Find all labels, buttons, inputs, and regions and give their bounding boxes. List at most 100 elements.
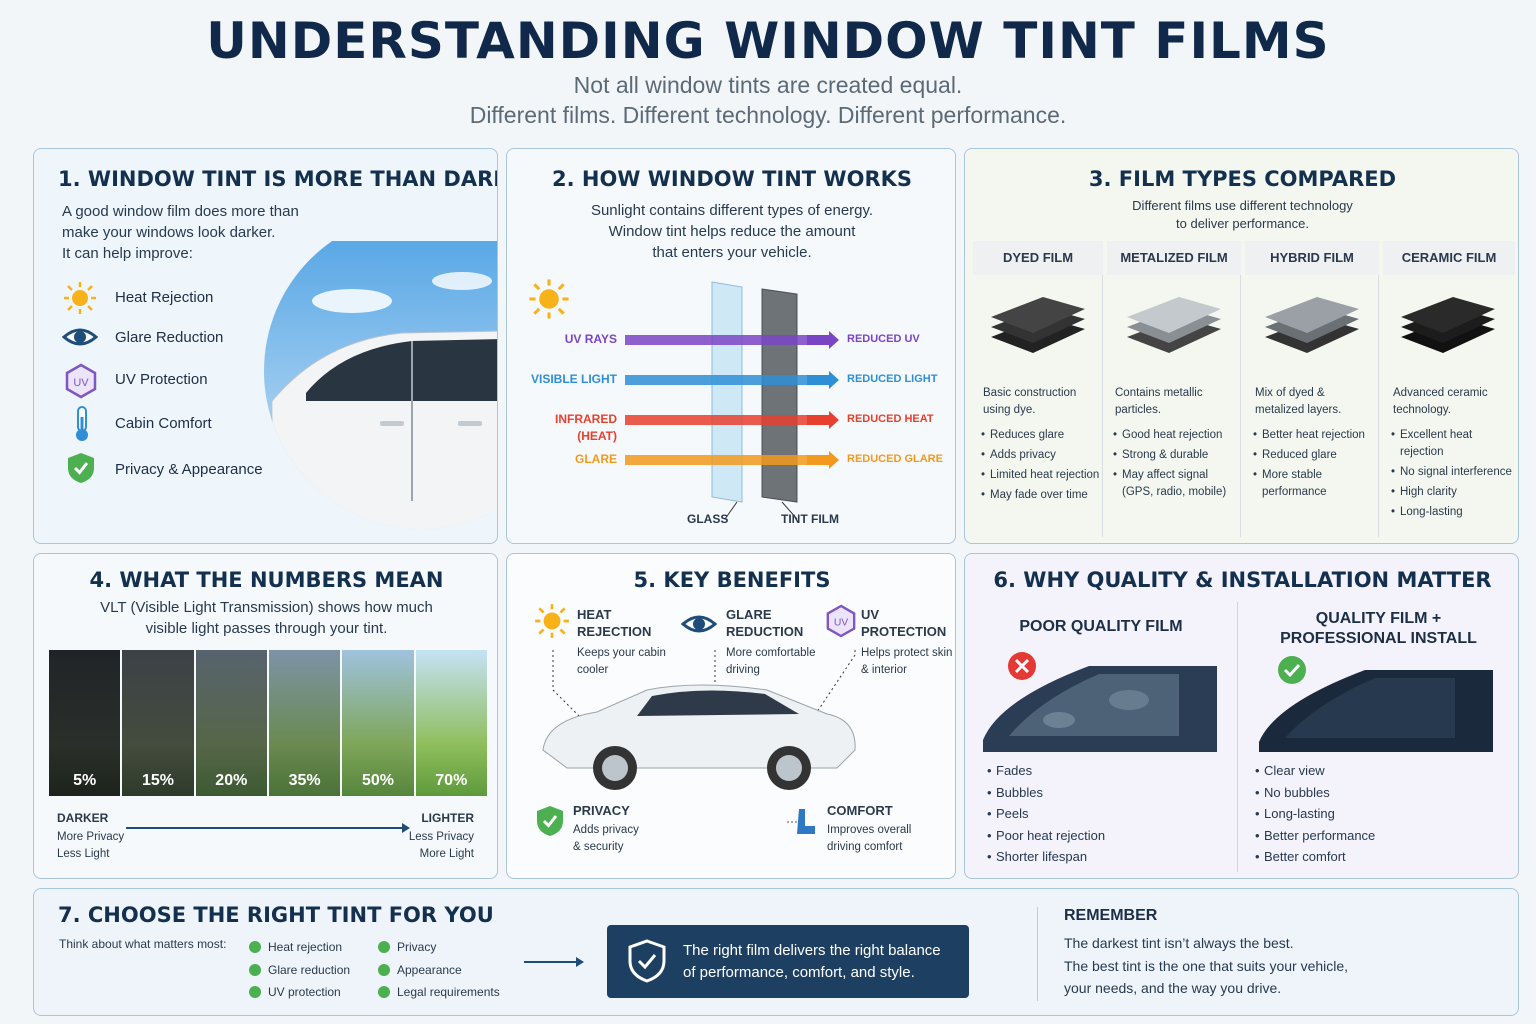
divider [1037,907,1038,1001]
sun-icon [529,279,569,319]
poor-item: Bubbles [987,782,1105,804]
arrow-head [576,957,584,967]
film-desc-2: metalized layers. [1255,404,1342,416]
vlt-label: 50% [361,772,394,789]
section-5-card: 5. KEY BENEFITS HEAT REJECTION Keeps you… [506,553,956,879]
poor-item: Poor heat rejection [987,825,1105,847]
advice-banner: The right film delivers the right balanc… [607,925,969,998]
s2-intro-1: Sunlight contains different types of ene… [590,202,874,219]
good-item: Better comfort [1255,846,1375,868]
checklist-col-2: Privacy Appearance Legal requirements [378,939,528,1007]
check-row: Glare reduction [249,962,379,985]
check-row: Legal requirements [378,984,528,1007]
car-window-poor-illustration [983,666,1217,752]
s2-intro-3: that enters your vehicle. [652,244,812,261]
section-4-card: 4. WHAT THE NUMBERS MEAN VLT (Visible Li… [33,553,498,879]
sedan-illustration [542,650,856,790]
film-column-metalized: METALIZED FILM Contains metallic particl… [1107,241,1241,537]
section-1-card: 1. WINDOW TINT IS MORE THAN DARKNESS A g… [33,148,498,544]
section-3-title: 3. FILM TYPES COMPARED [1088,167,1397,191]
arrow-head [829,451,839,469]
film-bullet: High clarity [1391,484,1513,501]
check-label: Heat rejection [268,940,343,954]
s4-intro-2: visible light passes through your tint. [145,620,388,637]
film-layers-icon [1401,297,1495,353]
s1-intro-2: make your windows look darker. [62,224,276,241]
vlt-label: 20% [215,772,248,789]
check-label: Privacy [397,940,437,954]
tint-film-label: TINT FILM [781,512,839,526]
good-item: No bubbles [1255,782,1375,804]
check-icon [378,941,390,953]
check-row: Privacy [378,939,528,962]
remember-line-2: The best tint is the one that suits your… [1064,958,1349,974]
darker-label: DARKER [57,811,109,825]
heat-title-2: REJECTION [577,624,652,639]
vlt-label: 70% [435,772,468,789]
s1-intro-3: It can help improve: [62,245,193,262]
vlt-panel: 50% [342,650,414,796]
film-desc-1: Contains metallic [1115,387,1203,399]
section-1-title: 1. WINDOW TINT IS MORE THAN DARKNESS [58,167,497,191]
ray-row: INFRARED (HEAT) REDUCED HEAT [507,411,955,443]
remember-title: REMEMBER [1064,907,1158,924]
section-2-title: 2. HOW WINDOW TINT WORKS [551,167,913,191]
glare-desc-2: driving [726,664,760,676]
ray-in-label: UV RAYS [564,332,617,346]
section-2-card: 2. HOW WINDOW TINT WORKS Sunlight contai… [506,148,956,544]
glare-title-1: GLARE [726,607,772,622]
uv-desc-2: & interior [861,664,908,676]
ray-arrow-in [625,455,825,465]
subtitle-line-1: Not all window tints are created equal. [573,72,963,98]
film-bullet: Better heat rejection [1253,427,1377,444]
x-circle-icon [1008,652,1036,680]
film-desc-2: using dye. [983,404,1036,416]
comfort-title: COMFORT [827,803,893,818]
arrow-head [402,823,410,833]
film-name: METALIZED FILM [1107,241,1241,275]
s2-intro-2: Window tint helps reduce the amount [608,223,856,240]
scale-arrow [126,827,406,829]
film-column-ceramic: CERAMIC FILM Advanced ceramic technology… [1383,241,1515,537]
eye-icon [680,615,718,633]
film-bullet: Reduces glare [981,427,1101,444]
check-label: Glare reduction [268,962,351,977]
poor-list: Fades Bubbles Peels Poor heat rejection … [987,760,1105,868]
divider [1237,602,1238,872]
check-icon [249,963,261,976]
sun-icon [64,282,96,314]
film-bullet: May affect signal (GPS, radio, mobile) [1113,467,1237,501]
thermometer-icon [76,406,88,441]
ray-row: GLARE REDUCED GLARE [507,451,955,475]
film-bullet: Limited heat rejection [981,467,1101,484]
comfort-desc-2: driving comfort [827,841,903,853]
comfort-desc-1: Improves overall [827,824,912,836]
s1-item-privacy: Privacy & Appearance [115,461,263,478]
film-bullet: Strong & durable [1113,447,1237,464]
vlt-panel: 15% [122,650,194,796]
film-desc-1: Advanced ceramic [1393,387,1488,399]
good-item: Long-lasting [1255,803,1375,825]
poor-item: Fades [987,760,1105,782]
banner-line-1: The right film delivers the right balanc… [683,942,941,959]
think-label: Think about what matters most: [59,937,227,951]
s1-intro-1: A good window film does more than [62,203,299,220]
ray-row: UV RAYS REDUCED UV [507,331,955,355]
check-label: UV protection [268,985,341,999]
section-6-title: 6. WHY QUALITY & INSTALLATION MATTER [993,568,1492,592]
uv-desc-1: Helps protect skin [861,647,953,659]
film-desc-1: Basic construction [983,387,1077,399]
car-window-good-illustration [1259,670,1493,752]
film-bullet: No signal interference [1391,464,1513,481]
check-label: Appearance [397,962,462,977]
check-label: Legal requirements [397,985,500,999]
ray-in-label: VISIBLE LIGHT [530,372,617,386]
film-name: DYED FILM [973,241,1103,275]
good-item: Clear view [1255,760,1375,782]
vlt-panel: 5% [49,650,121,796]
check-row: UV protection [249,984,379,1007]
arrow-head [829,411,839,429]
arrow-line [524,961,580,963]
ray-in-label: INFRARED (HEAT) [555,412,617,443]
ray-arrow-out [807,335,831,345]
